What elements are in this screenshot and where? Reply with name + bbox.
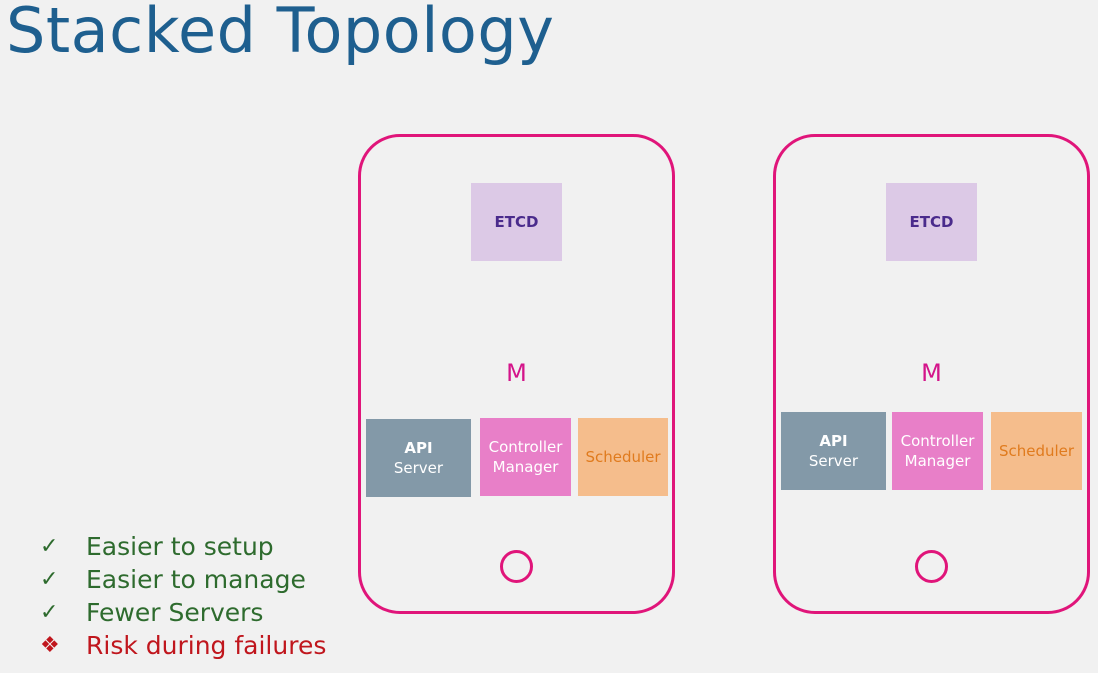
home-button-icon [915,550,948,583]
master-node-1: ETCD M API Server Controller Manager Sch… [358,134,675,614]
scheduler-label: Scheduler [585,448,661,466]
list-item-text: Risk during failures [86,631,327,660]
pros-cons-list: ✓ Easier to setup ✓ Easier to manage ✓ F… [40,530,326,662]
master-label: M [506,359,527,387]
list-item-text: Fewer Servers [86,598,264,627]
checkmark-icon: ✓ [40,534,59,559]
controller-manager-line2: Manager [904,452,971,470]
list-item-pro: ✓ Easier to manage [40,563,326,596]
controller-manager-line1: Controller [900,432,975,450]
checkmark-icon: ✓ [40,567,59,592]
scheduler-box: Scheduler [991,412,1082,490]
master-node-2: ETCD M API Server Controller Manager Sch… [773,134,1090,614]
api-server-box: API Server [366,419,471,497]
controller-manager-box: Controller Manager [480,418,571,496]
master-label: M [921,359,942,387]
controller-manager-box: Controller Manager [892,412,983,490]
home-button-icon [500,550,533,583]
list-item-text: Easier to manage [86,565,306,594]
slide-title: Stacked Topology [6,0,555,67]
diamond-bullet-icon: ❖ [40,633,60,658]
etcd-box: ETCD [886,183,977,261]
api-server-line1: API [404,439,433,457]
api-server-line2: Server [393,459,444,477]
scheduler-label: Scheduler [998,442,1075,460]
checkmark-icon: ✓ [40,600,59,625]
list-item-text: Easier to setup [86,532,274,561]
api-server-box: API Server [781,412,886,490]
api-server-line2: Server [808,452,859,470]
controller-manager-line1: Controller [488,438,563,456]
controller-manager-line2: Manager [492,458,559,476]
list-item-pro: ✓ Fewer Servers [40,596,326,629]
etcd-box: ETCD [471,183,562,261]
list-item-pro: ✓ Easier to setup [40,530,326,563]
scheduler-box: Scheduler [578,418,668,496]
api-server-line1: API [819,432,848,450]
list-item-con: ❖ Risk during failures [40,629,326,662]
